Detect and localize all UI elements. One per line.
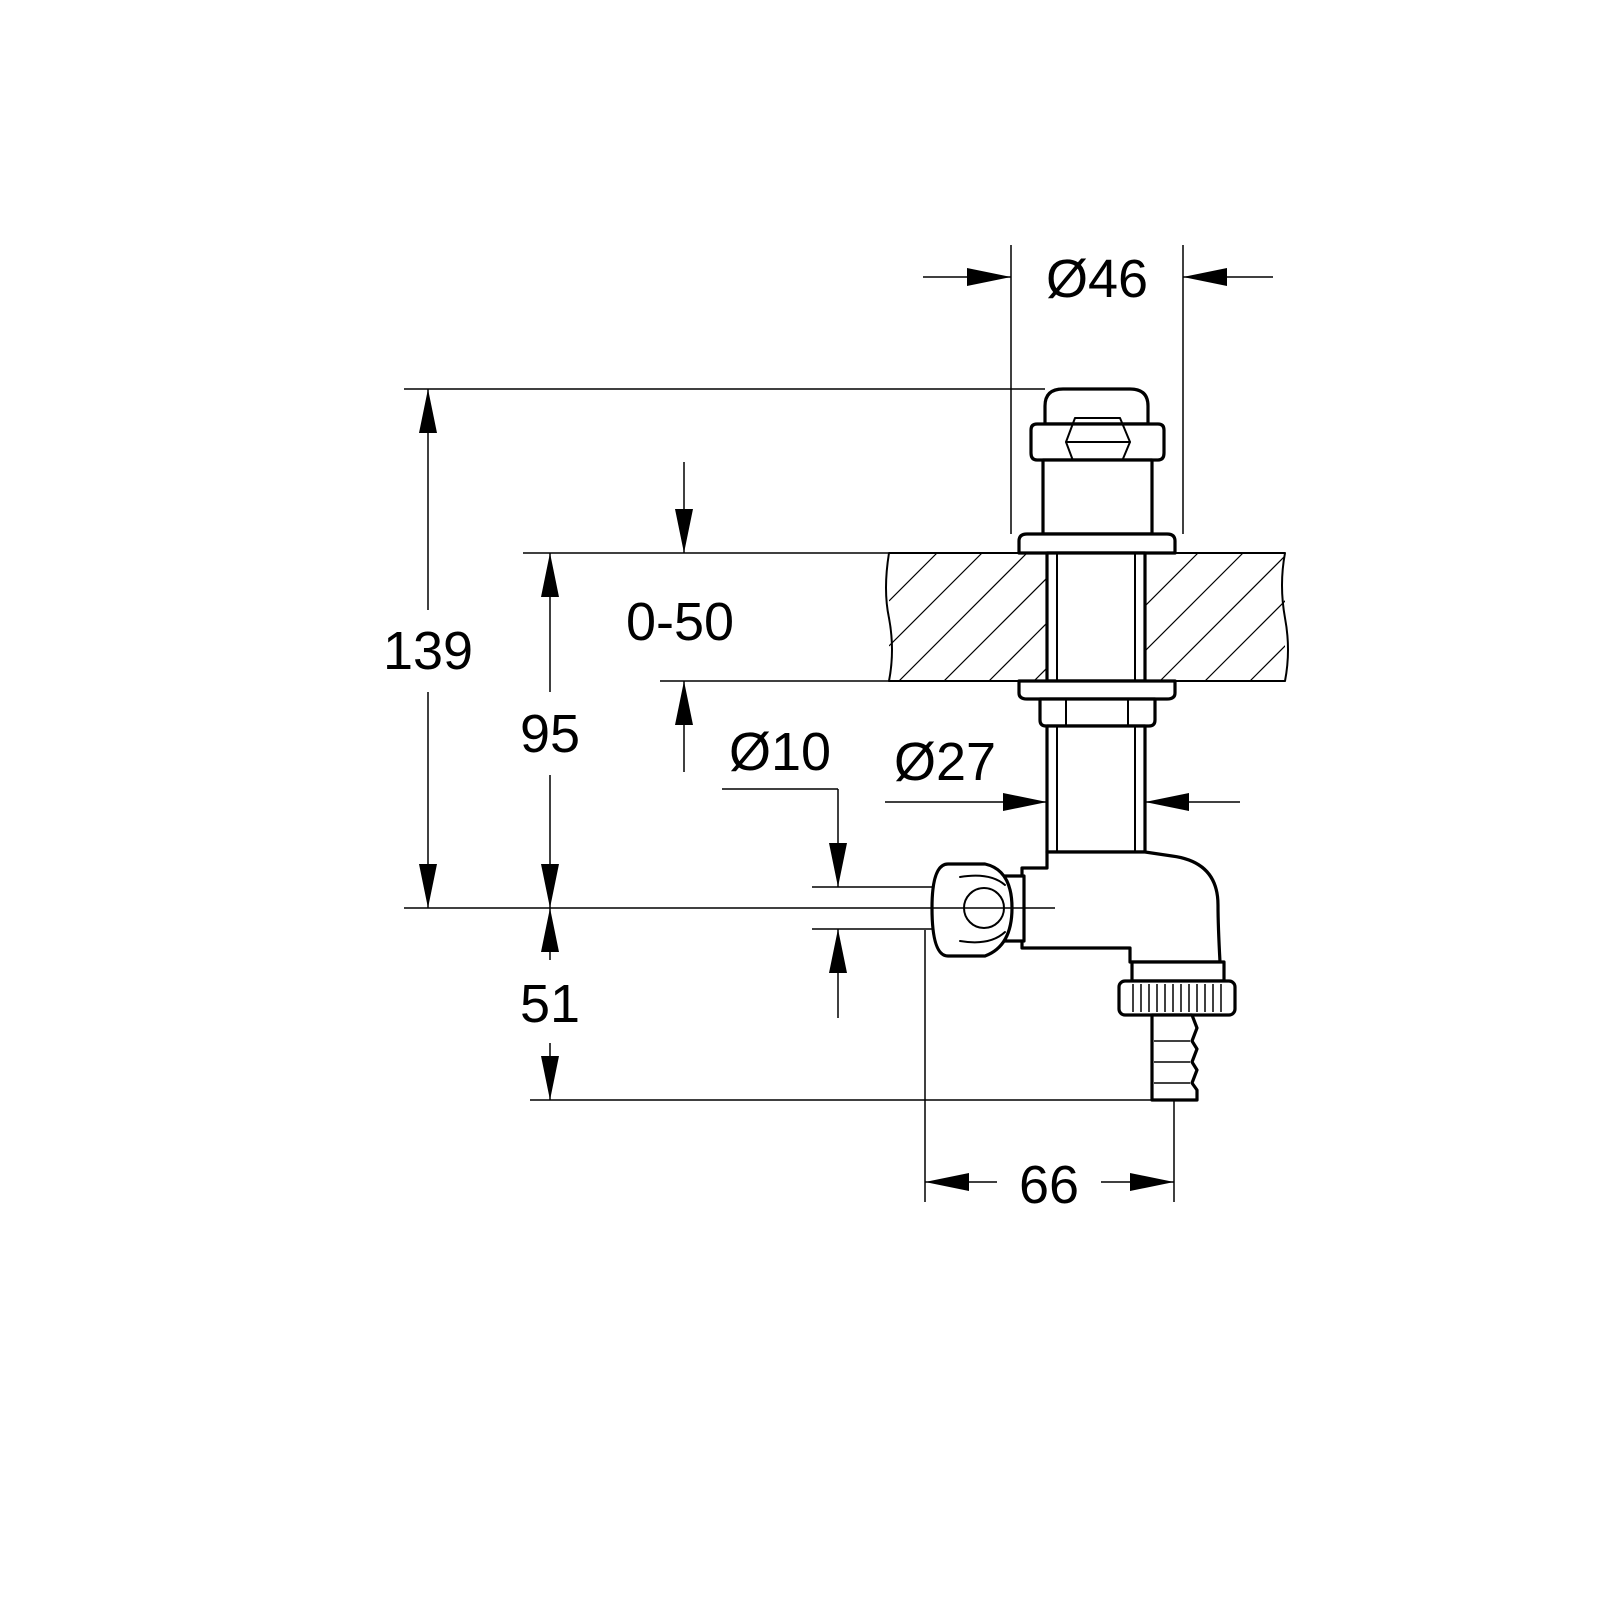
arrow-139-top [419, 389, 437, 433]
shank [1045, 551, 1147, 683]
arrow-d46-left [967, 268, 1011, 286]
knurled-ring [1117, 979, 1237, 1017]
arrow-d10-top [829, 843, 847, 887]
dim-overall-height: 139 [383, 621, 473, 681]
arrow-d46-right [1183, 268, 1227, 286]
top-cap [1043, 387, 1150, 426]
dim-projection: 66 [1019, 1155, 1079, 1215]
arrow-139-bottom [419, 864, 437, 908]
arrow-66-left [925, 1173, 969, 1191]
dimension-lines [419, 268, 1273, 1191]
deck-section [885, 552, 1289, 682]
lower-tube [1045, 724, 1147, 854]
arrow-deck-top [675, 509, 693, 553]
dimension-labels: Ø46 139 0-50 95 Ø10 Ø27 51 66 [383, 249, 1148, 1215]
arrow-51-top [541, 908, 559, 952]
arrow-95-top [541, 553, 559, 597]
arrow-d27-right [1145, 793, 1189, 811]
arrow-d27-left [1003, 793, 1047, 811]
hose-barb [1150, 1013, 1199, 1102]
knurl-marks [1132, 984, 1222, 1012]
dim-body-diameter: Ø27 [894, 732, 996, 792]
arrow-d10-bottom [829, 929, 847, 973]
valve-body [930, 387, 1237, 1102]
dim-below-deck-height: 95 [520, 704, 580, 764]
dim-deck-thickness: 0-50 [626, 592, 734, 652]
arrow-51-bottom [541, 1056, 559, 1100]
bottom-washer [1017, 679, 1177, 701]
bottom-hex-nut [1038, 697, 1157, 728]
dim-hose-diameter: Ø10 [729, 722, 831, 782]
arrow-95-bottom [541, 864, 559, 908]
deck-hatch-right [1145, 553, 1285, 681]
elbow-body [1020, 850, 1222, 964]
arrow-66-right [1130, 1173, 1174, 1191]
dim-top-diameter: Ø46 [1046, 249, 1148, 309]
upper-neck [1041, 458, 1154, 536]
spout-collar [1130, 960, 1226, 983]
top-washer [1017, 532, 1177, 555]
dim-spout-drop: 51 [520, 974, 580, 1034]
arrow-deck-bottom [675, 681, 693, 725]
side-nut [930, 862, 1014, 958]
